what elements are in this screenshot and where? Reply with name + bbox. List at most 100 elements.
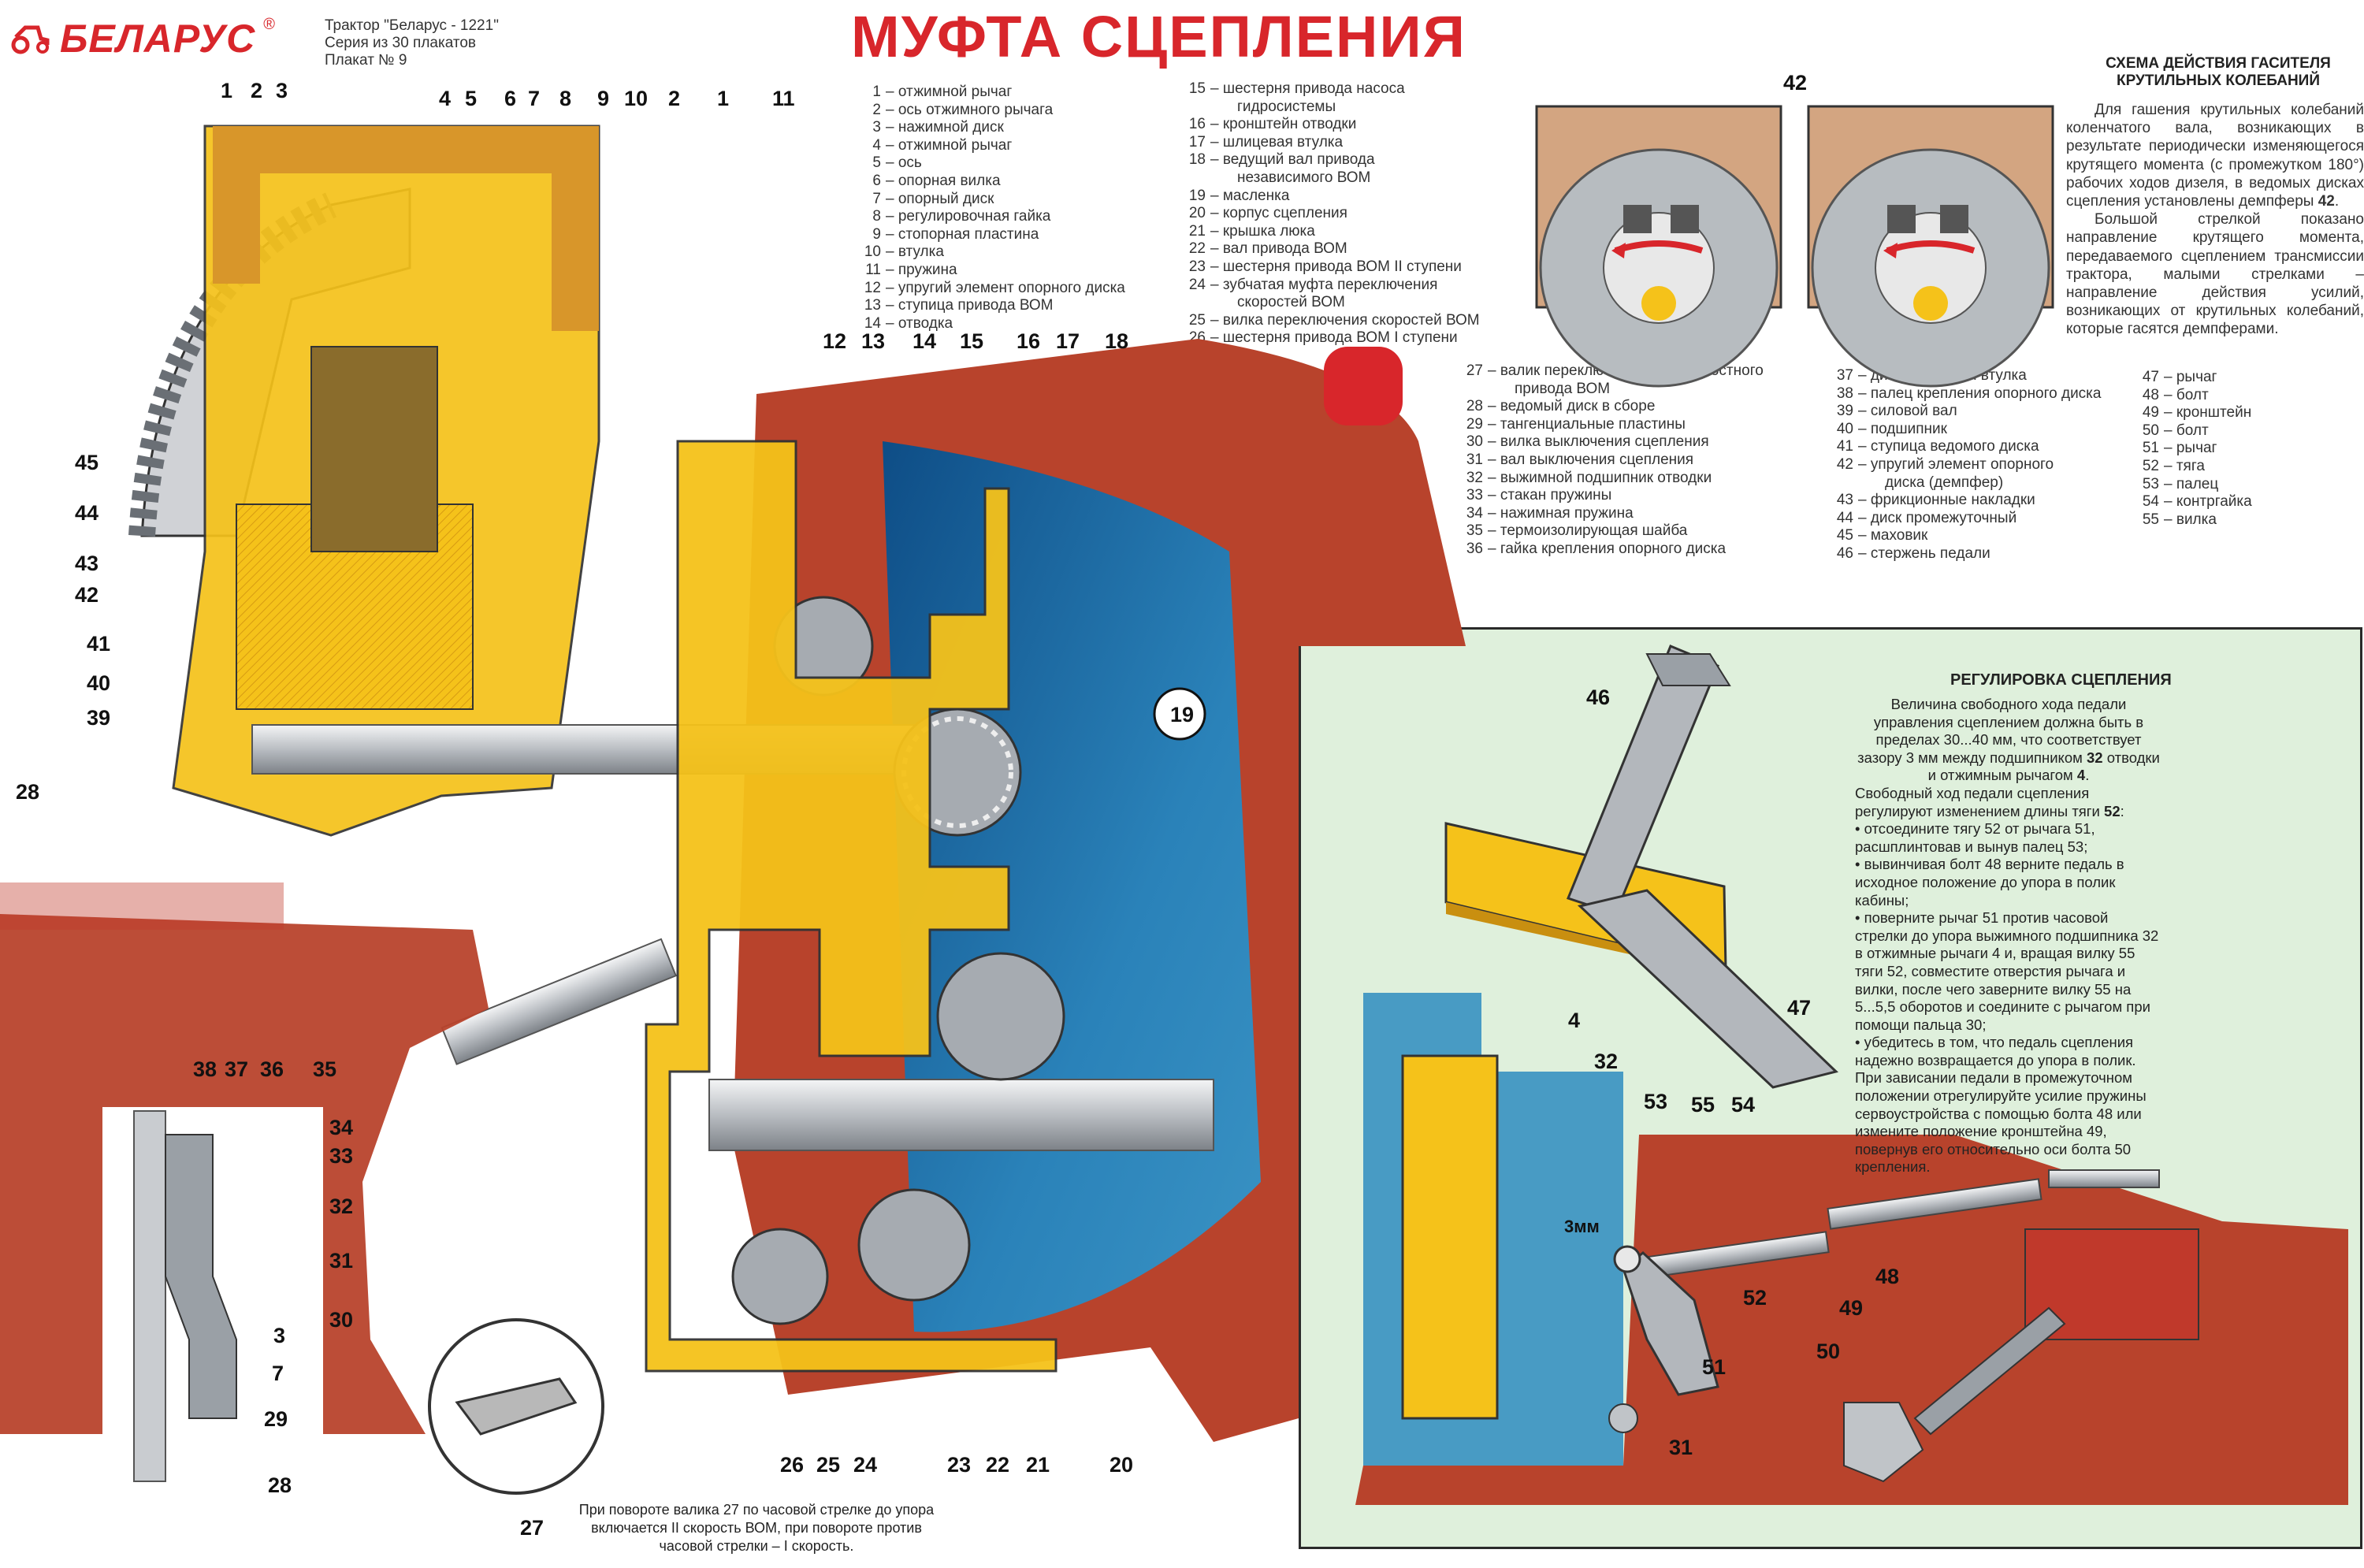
callout-number: 7 (528, 87, 541, 110)
legend-item: 10– втулка (857, 243, 1125, 262)
legend-item: 30– вилка выключения сцепления (1459, 433, 1764, 451)
callout-number: 7 (272, 1362, 284, 1385)
legend-item-number: 36 (1466, 540, 1483, 557)
legend-item-text: – ступица привода ВОМ (886, 297, 1054, 314)
legend-item: 45– маховик (1830, 527, 2101, 545)
shifter-caption: При повороте валика 27 по часовой стрелк… (578, 1502, 935, 1554)
legend-item-number: 46 (1836, 544, 1853, 562)
legend-item: 46– стержень педали (1830, 545, 2101, 563)
legend-item-number: 38 (1836, 385, 1853, 402)
legend-item-number: 48 (2142, 386, 2159, 403)
callout-number: 1 (221, 79, 233, 102)
legend-item: 54– контргайка (2135, 493, 2252, 511)
registered-mark: ® (263, 16, 275, 33)
callout-number: 47 (1787, 996, 1812, 1020)
legend-item-number: 1 (872, 84, 881, 100)
legend-item: 44– диск промежуточный (1830, 510, 2101, 528)
legend-item-number: 53 (2142, 475, 2159, 492)
legend-item-text: – шестерня привода ВОМ II ступени (1210, 258, 1462, 275)
callout-number: 23 (947, 1453, 972, 1477)
tractor-logo-icon (11, 25, 50, 54)
legend-item: 9– стопорная пластина (857, 226, 1125, 244)
legend-item: 49– кронштейн (2135, 404, 2252, 422)
legend-item: 12– упругий элемент опорного диска (857, 280, 1125, 298)
adjust-step: • вывинчивая болт 48 верните педаль в ис… (1855, 856, 2124, 908)
legend-item-number: 39 (1836, 403, 1853, 420)
callout-number: 53 (1644, 1090, 1668, 1113)
legend-item-number: 44 (1836, 509, 1853, 526)
legend-item-text: – тяга (2164, 457, 2205, 474)
callout-number: 44 (75, 501, 99, 525)
callout-number: 32 (1594, 1050, 1619, 1073)
legend-item-number: 22 (1188, 240, 1206, 258)
callout-number: 39 (87, 706, 111, 730)
legend-item: 6– опорная вилка (857, 173, 1125, 191)
legend-item: 52– тяга (2135, 458, 2252, 476)
legend-item-text: – палец крепления опорного диска (1858, 385, 2102, 402)
legend-item-text: – корпус сцепления (1210, 205, 1347, 222)
legend-item-text: – болт (2164, 422, 2209, 439)
legend-item-number: 2 (872, 101, 881, 118)
legend-item-text: – ведомый диск в сборе (1488, 398, 1656, 415)
legend-item-text: – болт (2164, 386, 2209, 403)
damper-text-b: Большой стрелкой показано направление кр… (2066, 211, 2364, 338)
legend-item-number: 47 (2142, 369, 2159, 385)
pto-shaft (708, 1079, 1214, 1151)
legend-item: 4– отжимной рычаг (857, 137, 1125, 155)
legend-item: 41– ступица ведомого диска (1830, 438, 2101, 456)
callout-number: 20 (1110, 1453, 1134, 1477)
series-info: Трактор "Беларус - 1221" Серия из 30 пла… (325, 17, 499, 69)
legend-item-continuation: привода ВОМ (1515, 380, 1611, 397)
callout-number: 22 (986, 1453, 1010, 1477)
legend-item-number: 41 (1836, 438, 1853, 455)
legend-item: 3– нажимной диск (857, 119, 1125, 137)
damper-diagram-right (1807, 105, 2054, 388)
adj-p1-bold-32: 32 (2087, 749, 2103, 766)
legend-item-text: – шестерня привода ВОМ I ступени (1210, 329, 1458, 347)
callout-number: 2 (668, 87, 681, 110)
legend-item-number: 32 (1466, 469, 1483, 486)
legend-item-text: – стопорная пластина (886, 225, 1039, 243)
adjustment-paragraph-2: Свободный ход педали сцепления регулирую… (1855, 784, 2124, 819)
legend-item: 16– кронштейн отводки (1182, 116, 1480, 134)
callout-number: 49 (1839, 1296, 1864, 1320)
damper-diagram-left (1535, 105, 1782, 388)
pedal-assembly (1444, 645, 1838, 1089)
adjust-step: • убедитесь в том, что педаль сцепления … (1855, 1034, 2147, 1176)
callout-number: 6 (504, 87, 517, 110)
callout-number: 16 (1017, 329, 1041, 353)
legend-item-number: 7 (872, 190, 881, 207)
adj-p1-c: отводки и отжимным рычагом (1927, 749, 2160, 784)
legend-item-continuation: скоростей ВОМ (1237, 294, 1345, 311)
legend-item-number: 27 (1466, 362, 1483, 379)
legend-item: 35– термоизолирующая шайба (1459, 522, 1764, 541)
callout-number: 45 (75, 451, 99, 474)
legend-item-text: – силовой вал (1858, 403, 1957, 420)
legend-item-text: – опорный диск (886, 190, 994, 207)
legend-item: 14– отводка (857, 315, 1125, 333)
legend-item: 40– подшипник (1830, 421, 2101, 439)
callout-number: 11 (772, 87, 795, 110)
callout-number: 42 (75, 583, 99, 607)
callout-number: 33 (329, 1144, 354, 1168)
legend-item-number: 23 (1188, 258, 1206, 275)
legend-item: 19– масленка (1182, 188, 1480, 206)
legend-item-number: 29 (1466, 415, 1483, 433)
legend-item-number: 18 (1188, 151, 1206, 169)
legend-item-text: – стакан пружины (1488, 487, 1612, 504)
legend-item-number: 10 (864, 243, 881, 261)
legend-item-number: 13 (864, 297, 881, 314)
legend-item-continuation: независимого ВОМ (1237, 169, 1371, 186)
legend-item-number: 30 (1466, 433, 1483, 451)
adj-p1-bold-4: 4 (2076, 767, 2086, 784)
legend-item-text: – регулировочная гайка (886, 208, 1051, 225)
legend-item-number: 34 (1466, 504, 1483, 522)
legend-item: 18– ведущий вал привода (1182, 151, 1480, 169)
legend-item-text: – отводка (886, 314, 953, 332)
legend-item-number: 51 (2142, 440, 2159, 457)
legend-item: 42– упругий элемент опорного (1830, 456, 2101, 474)
adjustment-paragraph-1: Величина свободного хода педали управлен… (1857, 696, 2160, 784)
legend-item: 36– гайка крепления опорного диска (1459, 541, 1764, 559)
adj-p2-a: Свободный ход педали сцепления регулирую… (1855, 784, 2100, 819)
